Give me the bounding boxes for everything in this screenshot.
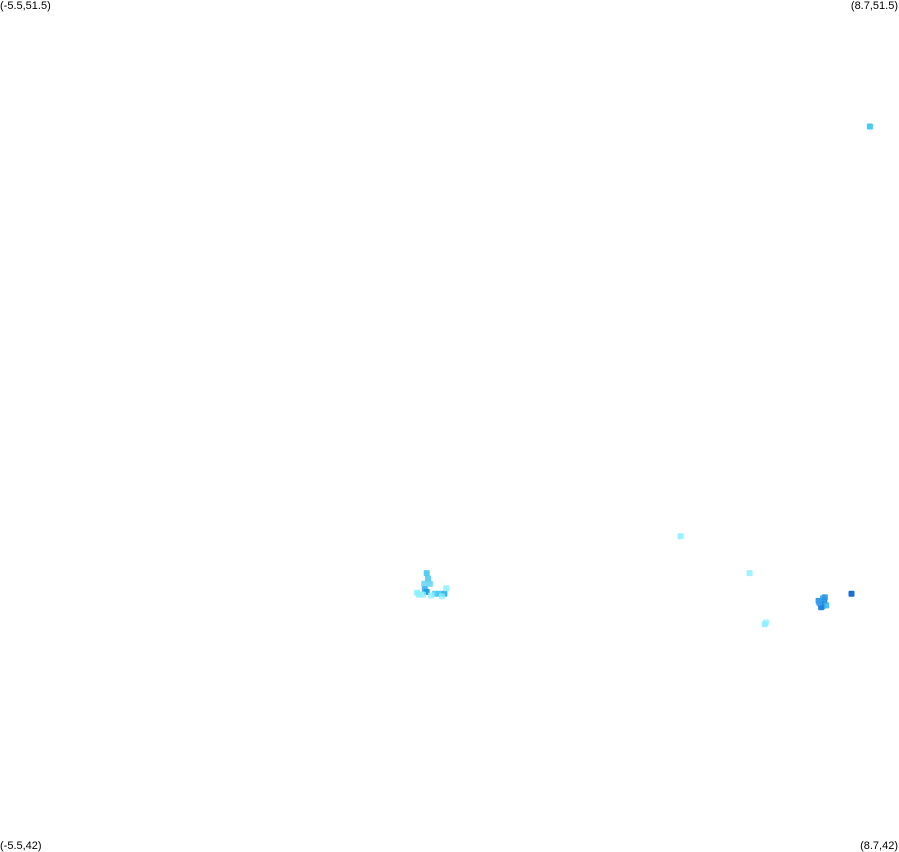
map-point-24[interactable] bbox=[419, 591, 426, 598]
bottom-left-coordinate-label: (-5.5,42) bbox=[0, 840, 42, 852]
map-point-6[interactable] bbox=[848, 590, 855, 597]
points-layer bbox=[414, 123, 873, 628]
map-point-19[interactable] bbox=[421, 580, 428, 587]
map-point-28[interactable] bbox=[443, 585, 450, 592]
top-left-coordinate-label: (-5.5,51.5) bbox=[0, 0, 51, 12]
map-point-15[interactable] bbox=[821, 594, 828, 601]
map-point-2[interactable] bbox=[677, 533, 684, 540]
map-point-5[interactable] bbox=[763, 619, 769, 626]
map-point-16[interactable] bbox=[423, 570, 430, 577]
top-right-coordinate-label: (8.7,51.5) bbox=[850, 0, 898, 12]
map-point-12[interactable] bbox=[823, 602, 830, 609]
map-point-29[interactable] bbox=[428, 592, 435, 599]
map-point-17[interactable] bbox=[425, 575, 431, 582]
map-point-14[interactable] bbox=[816, 599, 823, 606]
map-point-18[interactable] bbox=[426, 580, 433, 587]
map-point-3[interactable] bbox=[746, 570, 753, 577]
bottom-right-coordinate-label: (8.7,42) bbox=[860, 840, 898, 852]
map-point-1[interactable] bbox=[866, 123, 873, 130]
map-point-30[interactable] bbox=[438, 593, 445, 600]
